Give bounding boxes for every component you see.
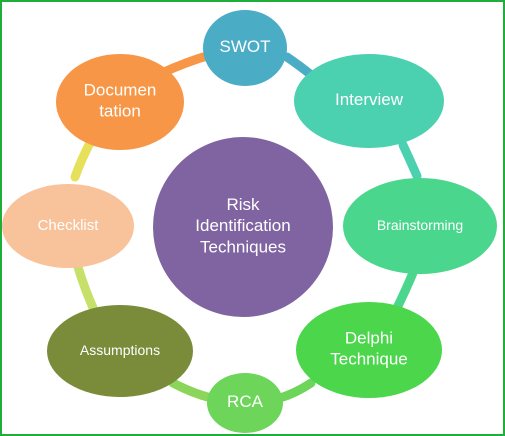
node-assumptions: Assumptions [47,305,193,397]
text-line: tation [99,102,141,121]
ring-segment-rca-assumptions [168,378,216,403]
node-swot-shape [203,10,287,86]
node-interview: Interview [294,54,444,148]
ring-segment-delphi-rca [275,378,316,403]
center-circle [153,137,333,317]
node-interview-label: Interview [335,90,404,109]
node-delphi-technique-shape [296,302,442,398]
ring-segment-checklist-documentation [70,138,95,182]
text-line: Techniques [200,238,286,257]
node-documentation-shape [56,54,184,150]
ring-segment-swot-interview [282,52,315,79]
text-line: Delphi [345,329,393,348]
ring-segment-brainstorming-delphi [390,263,420,317]
node-checklist-shape [2,184,134,268]
node-brainstorming-shape [343,178,497,274]
text-line: Brainstorming [377,217,463,233]
node-documentation-label: Documen tation [84,81,157,121]
text-line: SWOT [220,37,271,56]
node-rca-shape [207,373,283,433]
text-line: Technique [330,350,408,369]
node-checklist: Checklist [2,184,134,268]
text-line: Interview [335,90,404,109]
ring-segment-documentation-swot [157,50,215,78]
text-line: Documen [84,81,157,100]
node-assumptions-shape [47,305,193,397]
text-line: Identification [195,216,290,235]
text-line: RCA [227,392,264,411]
node-assumptions-label: Assumptions [80,342,160,358]
node-brainstorming: Brainstorming [343,178,497,274]
node-swot-label: SWOT [220,37,271,56]
node-checklist-label: Checklist [38,217,100,234]
node-documentation: Documen tation [56,54,184,150]
node-brainstorming-label: Brainstorming [377,217,463,233]
ring-segment-assumptions-checklist [73,262,99,315]
node-rca-label: RCA [227,392,264,411]
node-swot: SWOT [203,10,287,86]
text-line: Assumptions [80,342,160,358]
node-interview-shape [294,54,444,148]
text-line: Risk [226,195,260,214]
ring-segment-interview-brainstorming [398,140,422,181]
node-rca: RCA [207,373,283,433]
text-line: Checklist [38,217,100,234]
